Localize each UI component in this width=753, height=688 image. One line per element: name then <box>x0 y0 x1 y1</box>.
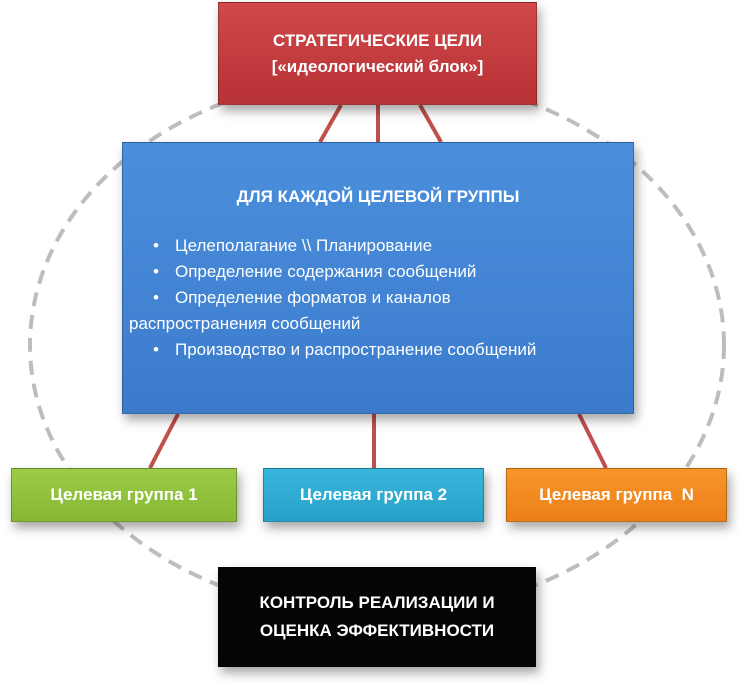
target-group-n-label: Целевая группа N <box>539 485 694 504</box>
list-item: • Определение содержания сообщений <box>153 259 633 285</box>
strategic-subtitle: [«идеологический блок»] <box>271 56 484 76</box>
control-line-2: ОЦЕНКА ЭФФЕКТИВНОСТИ <box>259 621 495 640</box>
control-line-1: КОНТРОЛЬ РЕАЛИЗАЦИИ И <box>259 593 495 612</box>
connector <box>148 413 180 469</box>
list-item-text: Целеполагание \\ Планирование <box>175 236 433 255</box>
list-item: • Целеполагание \\ Планирование <box>153 233 633 259</box>
connector <box>318 104 343 143</box>
list-item-text: Определение форматов и каналов <box>175 288 451 307</box>
list-item: • Производство и распространение сообщени… <box>153 337 633 363</box>
process-title: ДЛЯ КАЖДОЙ ЦЕЛЕВОЙ ГРУППЫ <box>236 187 520 206</box>
bullet-icon: • <box>153 262 159 281</box>
connector <box>418 104 443 143</box>
strategic-goals-box: СТРАТЕГИЧЕСКИЕ ЦЕЛИ [«идеологический бло… <box>218 2 537 105</box>
list-item: • Определение форматов и каналов <box>153 285 633 311</box>
control-evaluation-box: КОНТРОЛЬ РЕАЛИЗАЦИИ И ОЦЕНКА ЭФФЕКТИВНОС… <box>218 567 536 667</box>
target-group-n-box: Целевая группа N <box>506 468 727 522</box>
bullet-icon: • <box>153 236 159 255</box>
target-group-1-label: Целевая группа 1 <box>50 485 198 504</box>
bullet-icon: • <box>153 340 159 359</box>
connector <box>577 413 608 469</box>
list-item-text: Производство и распространение сообщений <box>175 340 537 359</box>
target-group-2-box: Целевая группа 2 <box>263 468 484 522</box>
bullet-icon: • <box>153 288 159 307</box>
target-group-2-label: Целевая группа 2 <box>299 485 448 504</box>
strategic-title: СТРАТЕГИЧЕСКИЕ ЦЕЛИ <box>272 30 483 50</box>
list-item-continuation: распространения сообщений <box>129 314 361 333</box>
target-group-process-box: ДЛЯ КАЖДОЙ ЦЕЛЕВОЙ ГРУППЫ • Целеполагание… <box>122 142 634 414</box>
target-group-1-box: Целевая группа 1 <box>11 468 237 522</box>
list-item-text: Определение содержания сообщений <box>175 262 477 281</box>
process-list: • Целеполагание \\ Планирование • Определе… <box>123 233 633 363</box>
